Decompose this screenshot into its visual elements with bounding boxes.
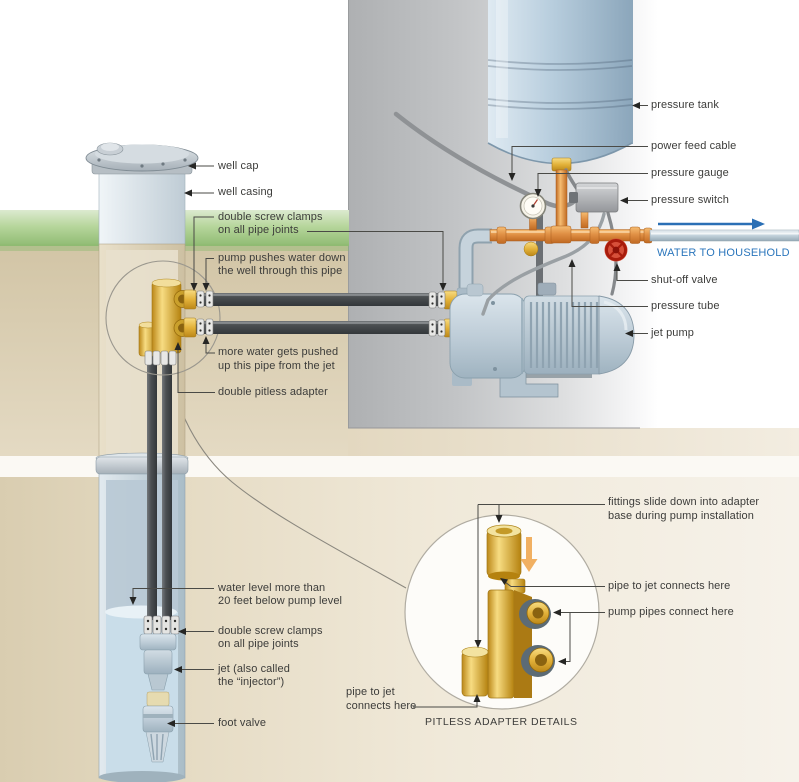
pitless-adapter-detail: [404, 514, 600, 710]
label-pressure-switch: pressure switch: [651, 194, 729, 206]
label-double-pitless-adapter: double pitless adapter: [218, 386, 328, 398]
tank-and-piping: [393, 0, 799, 316]
household-pipe: [649, 229, 799, 242]
pipe-up-from-jet: [190, 321, 452, 334]
adapter-clamps: [144, 350, 177, 366]
well-cap: [85, 142, 199, 175]
label-pump-pushes: pump pushes water down the well through …: [218, 251, 346, 278]
label-well-casing: well casing: [218, 186, 273, 198]
label-jet-injector: jet (also called the “injector”): [218, 662, 290, 689]
label-power-feed-cable: power feed cable: [651, 140, 737, 152]
label-pipe-to-jet-right: pipe to jet connects here: [608, 580, 731, 592]
foot-valve: [142, 691, 174, 763]
label-shut-off-valve: shut-off valve: [651, 274, 718, 286]
pressure-tank: [487, 0, 633, 165]
pipe-clamps: [196, 290, 446, 337]
motor-end-cap: [598, 295, 635, 375]
soil-gap-band: [0, 456, 799, 477]
jet-pump: [449, 282, 635, 379]
shut-off-valve: [604, 238, 628, 262]
label-jet-pump: jet pump: [651, 327, 694, 339]
label-fittings-slide: fittings slide down into adapter base du…: [608, 496, 760, 522]
pipe-down-to-well: [190, 293, 452, 306]
label-screw-clamps-top: double screw clamps on all pipe joints: [218, 210, 323, 237]
flow-arrow: [658, 218, 765, 230]
casing-coupling: [95, 456, 189, 475]
pump-plumbing: [449, 214, 635, 398]
label-more-water: more water gets pushed up this pipe from…: [218, 346, 339, 372]
label-screw-clamps-bottom: double screw clamps on all pipe joints: [218, 624, 323, 651]
drop-pipe-1: [147, 352, 157, 620]
label-pump-pipes-connect: pump pipes connect here: [608, 606, 734, 618]
label-pressure-gauge: pressure gauge: [651, 167, 729, 179]
label-pressure-tube: pressure tube: [651, 300, 720, 312]
well-assembly: [85, 142, 221, 782]
install-arrow: [520, 537, 538, 572]
jet-clamps: [143, 615, 180, 635]
drop-pipe-2: [162, 352, 172, 620]
jet-injector: [139, 633, 177, 691]
label-water-to-household: WATER TO HOUSEHOLD: [657, 246, 790, 259]
label-foot-valve: foot valve: [218, 717, 267, 729]
beige-strip: [348, 428, 799, 456]
label-well-cap: well cap: [218, 159, 259, 172]
label-pressure-tank: pressure tank: [651, 99, 719, 111]
detail-caption: PITLESS ADAPTER DETAILS: [425, 716, 578, 728]
pressure-gauge: [519, 192, 547, 220]
pressure-switch: [569, 182, 619, 213]
water-surface: [105, 605, 177, 619]
adapter-highlight-circle: [105, 260, 221, 376]
label-water-level: water level more than 20 feet below pump…: [218, 581, 343, 608]
pipe-support: [536, 214, 543, 334]
well-casing-above: [98, 165, 186, 247]
label-pipe-to-jet-left: pipe to jet connects here: [346, 686, 417, 712]
leader-arrowheads: [129, 102, 640, 727]
leader-lines: [132, 105, 648, 724]
